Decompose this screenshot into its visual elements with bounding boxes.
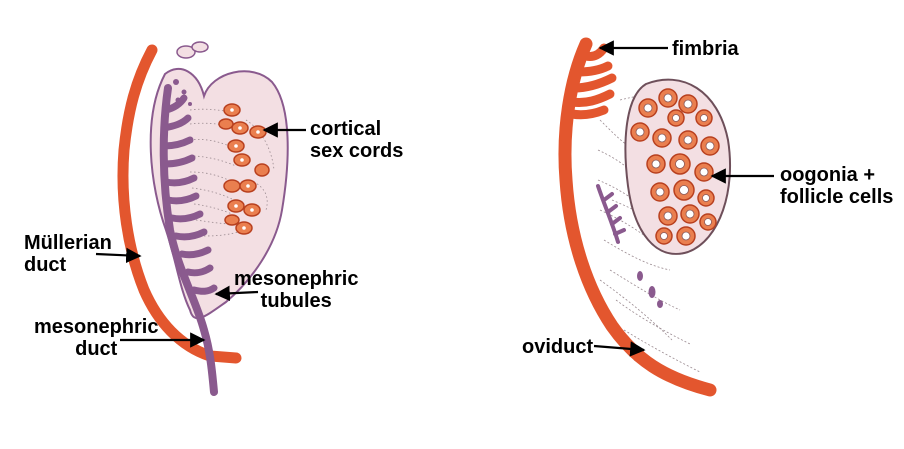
left-mullerian-duct (117, 44, 242, 364)
label-fimbria-text: fimbria (672, 38, 739, 60)
left-diagram (95, 41, 306, 396)
label-oogonia-line1: oogonia + (780, 164, 875, 186)
label-mullerian-duct: Müllerian duct (24, 232, 112, 276)
left-cortical-sex-cords (218, 103, 270, 235)
left-cord-nuclei (230, 108, 260, 230)
label-tubules-line1: mesonephric (234, 268, 359, 290)
right-oviduct (558, 37, 717, 397)
right-mesonephric-remnant (596, 184, 626, 244)
left-tubule-dots (173, 79, 192, 106)
left-cap-2 (191, 41, 209, 53)
right-diagram (558, 37, 774, 397)
label-mullerian-line1: Müllerian (24, 232, 112, 254)
label-cortical-line2: sex cords (310, 140, 404, 162)
right-oogonia (635, 93, 715, 241)
left-mesonephric-tubules (160, 94, 218, 295)
arrow-oviduct (593, 341, 646, 357)
label-oviduct: oviduct (522, 336, 593, 358)
left-pointer-arrows (95, 122, 306, 348)
right-fimbria (567, 43, 617, 120)
left-cap-1 (176, 45, 196, 59)
label-oogonia-line2: follicle cells (780, 186, 894, 208)
label-duct-line1: mesonephric (34, 316, 159, 338)
label-cortical-line1: cortical (310, 118, 382, 140)
label-cortical-sex-cords: cortical sex cords (310, 118, 403, 162)
label-oviduct-text: oviduct (522, 336, 594, 358)
label-mullerian-line2: duct (24, 254, 67, 276)
right-pointer-arrows (593, 40, 774, 357)
label-mesonephric-duct: mesonephric duct (34, 316, 158, 360)
label-duct-line2: duct (75, 338, 118, 360)
label-fimbria: fimbria (672, 38, 739, 60)
label-oogonia-follicle-cells: oogonia + follicle cells (780, 164, 893, 208)
arrow-tubules (214, 285, 259, 302)
label-tubules-line2: tubules (260, 290, 332, 312)
label-mesonephric-tubules: mesonephric tubules (234, 268, 358, 312)
arrow-mullerian (95, 247, 142, 264)
right-remnant-dots (637, 271, 663, 308)
